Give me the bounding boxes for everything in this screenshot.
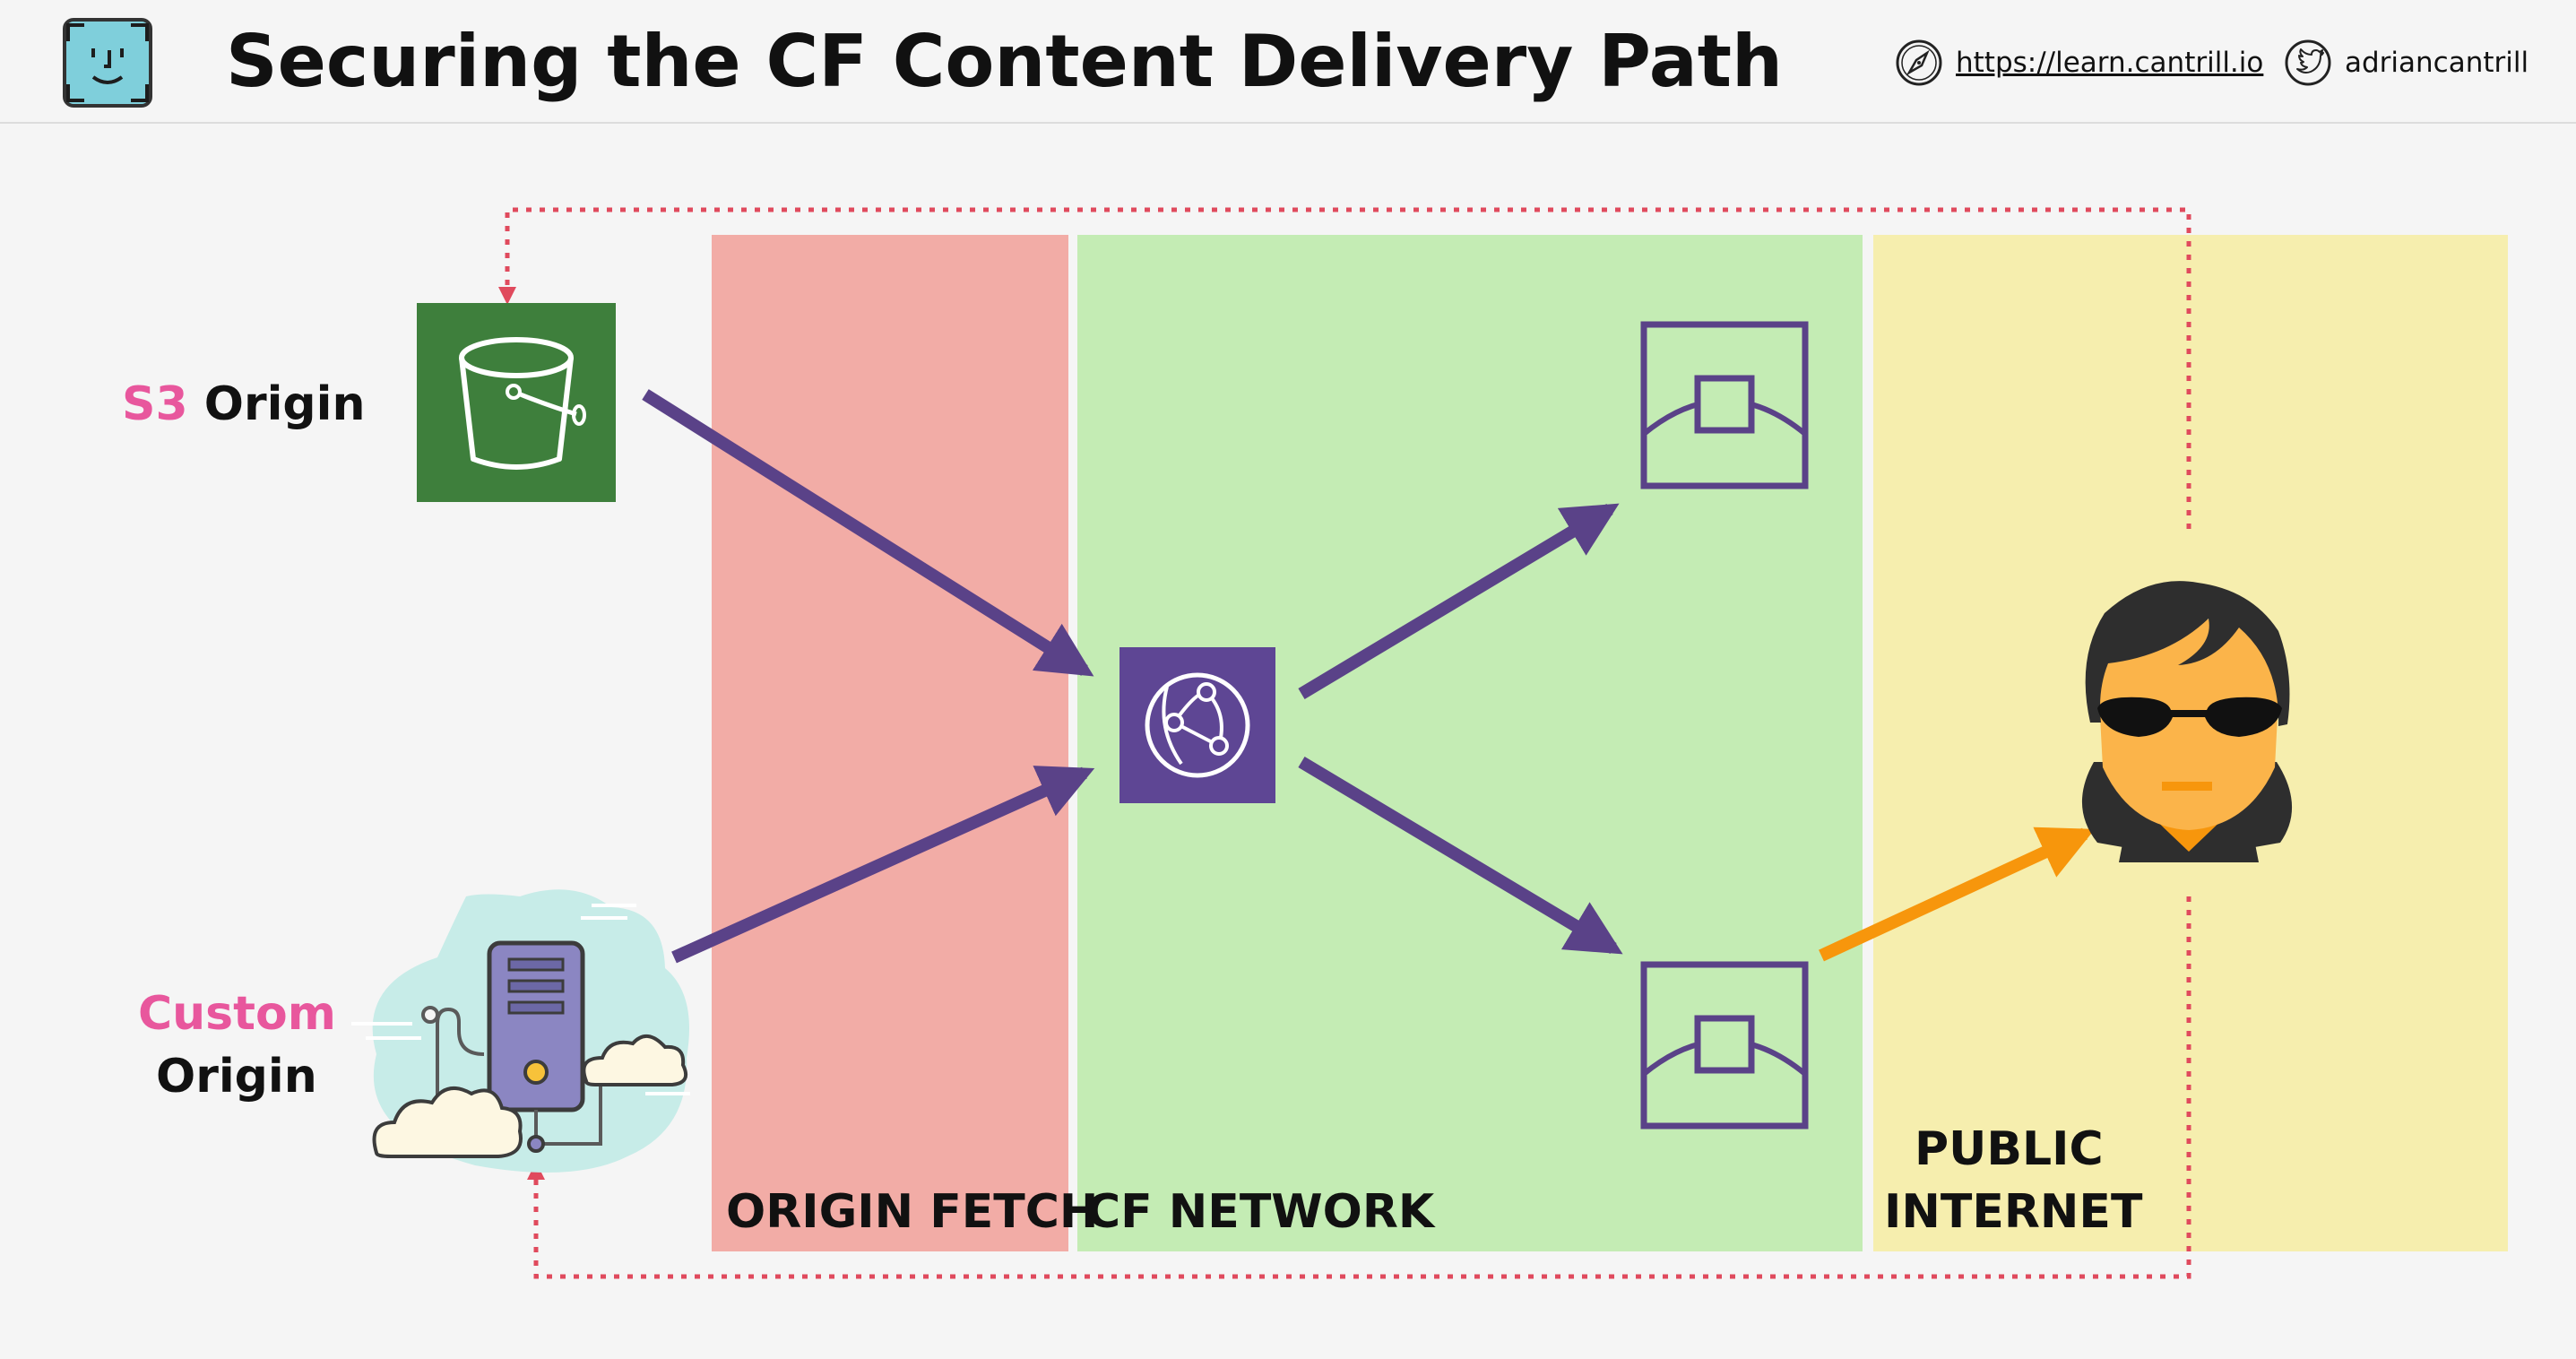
edge-location-top-icon xyxy=(1640,321,1809,489)
custom-to-cloudfront-arrow xyxy=(671,766,1095,964)
website-link[interactable]: https://learn.cantrill.io xyxy=(1895,36,2263,90)
s3-bucket-icon xyxy=(417,303,616,502)
twitter-link[interactable]: adriancantrill xyxy=(2284,36,2528,90)
header: Securing the CF Content Delivery Path ht… xyxy=(0,0,2576,124)
cloudfront-distribution-icon xyxy=(1119,647,1275,803)
compass-icon xyxy=(1896,39,1942,86)
cloudfront-to-edge-bottom-arrow xyxy=(1298,756,1623,955)
face-id-logo-icon xyxy=(63,18,152,108)
twitter-handle[interactable]: adriancantrill xyxy=(2345,47,2529,79)
cloudfront-to-edge-top-arrow xyxy=(1298,503,1620,700)
s3-origin-label: S3 Origin xyxy=(122,373,366,436)
origin-fetch-zone xyxy=(712,235,1068,1251)
server-with-clouds-icon xyxy=(351,889,690,1173)
website-url[interactable]: https://learn.cantrill.io xyxy=(1956,47,2264,79)
s3-label-suffix: Origin xyxy=(203,377,366,431)
edge-to-user-arrow xyxy=(1819,827,2096,962)
edge-location-bottom-icon xyxy=(1640,961,1809,1130)
s3-to-cloudfront-arrow xyxy=(642,389,1094,677)
public-internet-label-line1: PUBLIC xyxy=(1915,1122,2104,1176)
cf-network-label: CF NETWORK xyxy=(1086,1185,1435,1239)
s3-label-prefix: S3 xyxy=(122,377,188,431)
restricted-access-path xyxy=(498,207,2191,1279)
twitter-bird-icon xyxy=(2285,39,2331,86)
custom-origin-label-line1: Custom xyxy=(138,987,336,1041)
public-internet-label-line2: INTERNET xyxy=(1884,1185,2143,1239)
origin-fetch-label: ORIGIN FETCH xyxy=(726,1185,1099,1239)
custom-origin-label-line2: Origin xyxy=(156,1050,317,1104)
page-title: Securing the CF Content Delivery Path xyxy=(226,20,1783,103)
user-with-sunglasses-icon xyxy=(2081,581,2293,862)
